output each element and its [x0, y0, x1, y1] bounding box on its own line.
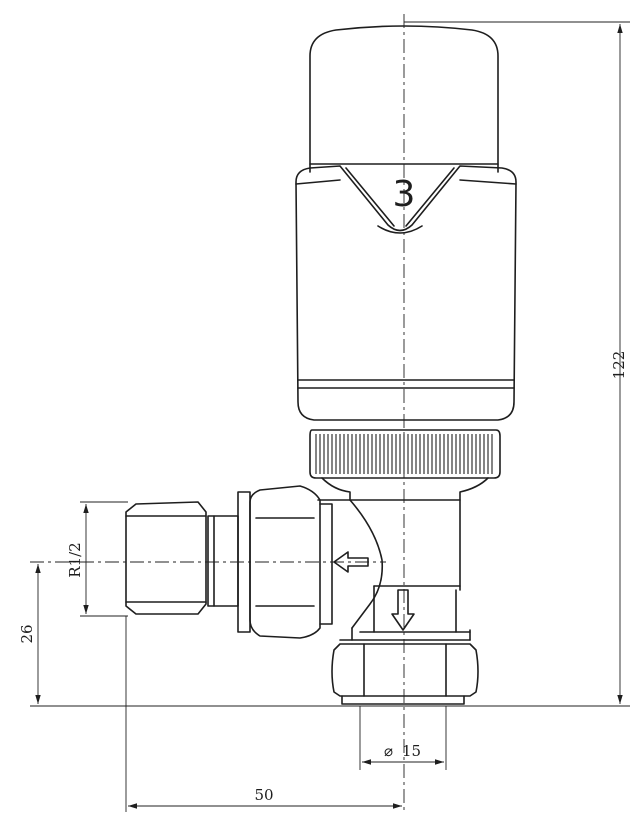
- dimension-thread-size: R1/2: [66, 501, 128, 617]
- dimension-label-total-height: 122: [610, 351, 628, 380]
- flow-arrow-down: [391, 589, 415, 631]
- dimension-total-height: 122: [30, 21, 630, 707]
- dimension-label-pipe-diameter: 15: [402, 742, 421, 760]
- dimension-label-inlet-height: 26: [18, 624, 36, 643]
- head-body: [295, 165, 517, 421]
- dimension-label-width: 50: [254, 786, 273, 804]
- thermostatic-head: 3: [295, 25, 517, 421]
- dimension-width: 50: [125, 616, 402, 812]
- knurled-ring: [309, 429, 501, 479]
- inlet-threaded-connector: [125, 501, 207, 615]
- dimension-label-thread: R1/2: [66, 542, 84, 577]
- bottom-union-nut: [331, 639, 479, 705]
- dimension-pipe-diameter: ⌀ 15: [359, 706, 447, 770]
- inlet-tailpiece: [207, 491, 251, 633]
- dimension-inlet-height: 26: [18, 564, 41, 704]
- valve-body: [317, 477, 489, 641]
- diameter-symbol: ⌀: [384, 742, 393, 760]
